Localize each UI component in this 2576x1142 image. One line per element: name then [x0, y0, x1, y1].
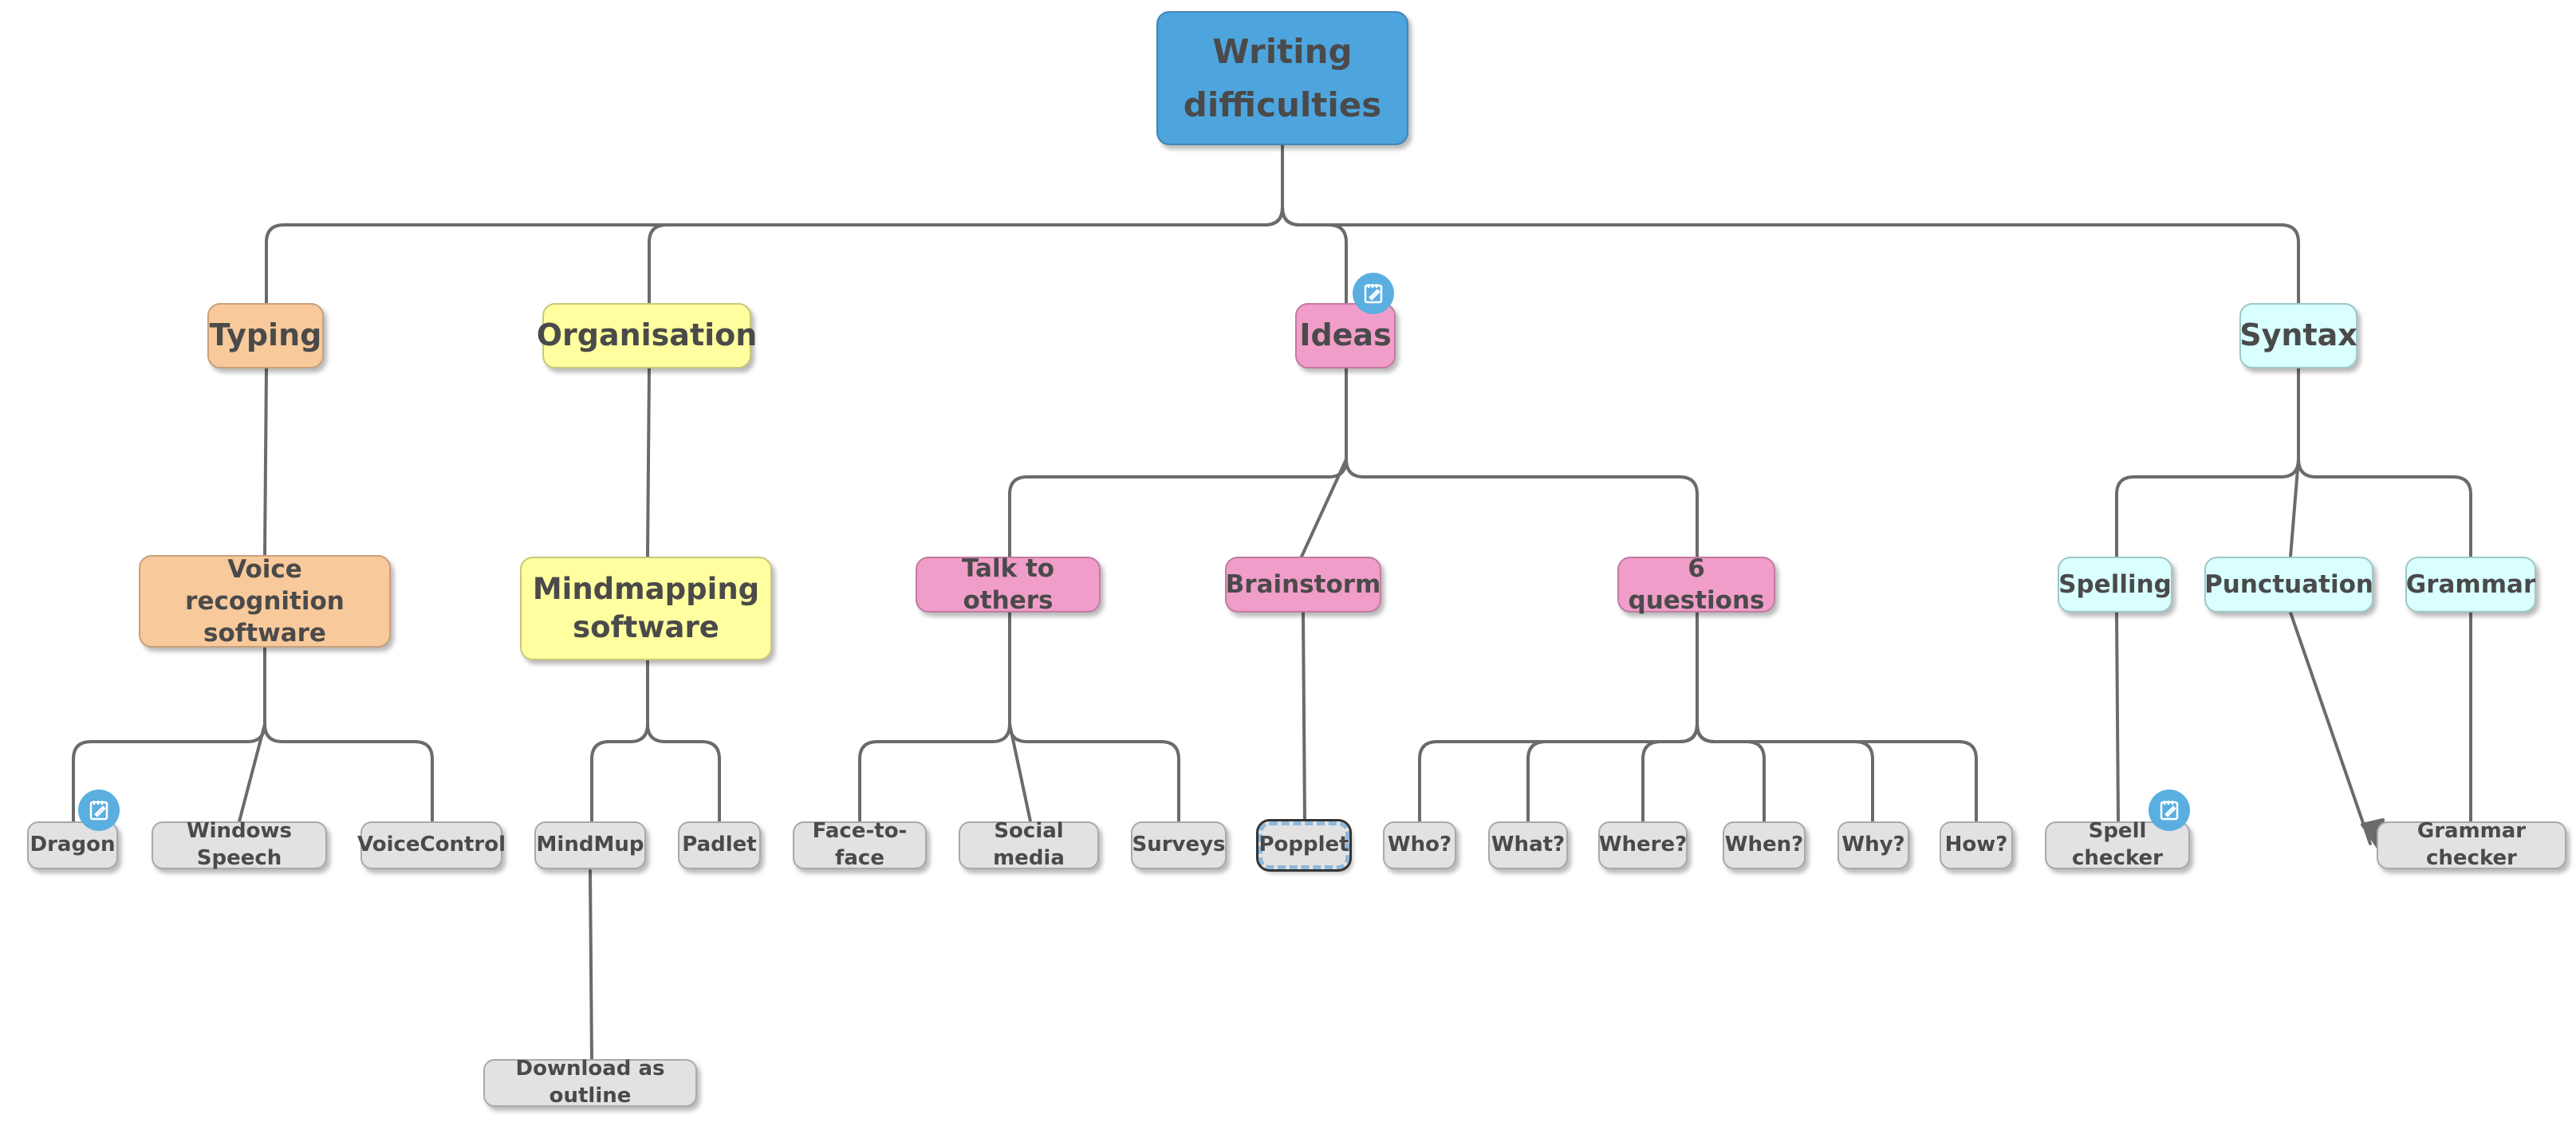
voicecontrol-node[interactable]: VoiceControl: [357, 821, 506, 869]
who-label: Who?: [1387, 833, 1452, 857]
spell-checker-node[interactable]: Spell checker: [2045, 819, 2190, 870]
talk-to-others-node[interactable]: Talk to others: [916, 554, 1101, 615]
face-to-face-node[interactable]: Face-to-face: [793, 819, 927, 870]
when-label: When?: [1724, 833, 1804, 857]
why-node[interactable]: Why?: [1837, 821, 1909, 869]
typing-connectors: [72, 367, 434, 823]
root-label: Writing difficulties: [1183, 31, 1382, 124]
grammar-checker-label: Grammar checker: [2416, 819, 2527, 870]
grammar-checker-node[interactable]: Grammar checker: [2377, 819, 2566, 870]
organisation-connectors: [589, 367, 721, 1061]
dragon-label: Dragon: [30, 833, 116, 857]
organisation-node[interactable]: Organisation: [537, 303, 757, 368]
who-node[interactable]: Who?: [1383, 821, 1456, 869]
voice-recognition-node[interactable]: Voice recognition software: [139, 555, 391, 648]
organisation-label: Organisation: [536, 317, 758, 353]
social-media-node[interactable]: Social media: [959, 819, 1099, 870]
voicecontrol-label: VoiceControl: [357, 833, 506, 857]
punctuation-label: Punctuation: [2204, 569, 2373, 599]
note-icon[interactable]: [78, 790, 120, 831]
how-label: How?: [1944, 833, 2008, 857]
syntax-connectors: [2115, 367, 2472, 852]
where-node[interactable]: Where?: [1598, 821, 1688, 869]
note-icon[interactable]: [2149, 790, 2190, 831]
download-outline-label: Download as outline: [515, 1057, 665, 1108]
popplet-node[interactable]: Popplet: [1256, 819, 1352, 872]
punctuation-node[interactable]: Punctuation: [2204, 557, 2373, 612]
face-to-face-label: Face-to-face: [812, 819, 908, 870]
why-label: Why?: [1841, 833, 1905, 857]
how-node[interactable]: How?: [1940, 821, 2013, 869]
surveys-node[interactable]: Surveys: [1131, 821, 1227, 869]
download-outline-node[interactable]: Download as outline: [483, 1057, 697, 1108]
social-media-label: Social media: [993, 819, 1065, 870]
mindmapping-node[interactable]: Mindmapping software: [520, 557, 772, 660]
where-label: Where?: [1598, 833, 1688, 857]
what-node[interactable]: What?: [1488, 821, 1568, 869]
dragon-node[interactable]: Dragon: [27, 821, 118, 869]
spelling-label: Spelling: [2058, 569, 2172, 599]
mindmapping-label: Mindmapping software: [532, 571, 760, 644]
grammar-label: Grammar: [2405, 569, 2536, 599]
mindmup-label: MindMup: [536, 833, 644, 857]
ideas-node[interactable]: Ideas: [1295, 303, 1396, 368]
spelling-node[interactable]: Spelling: [2058, 557, 2172, 612]
talk-to-others-label: Talk to others: [961, 553, 1055, 615]
brainstorm-label: Brainstorm: [1225, 569, 1381, 599]
root-connectors: [265, 144, 2300, 305]
ideas-label: Ideas: [1299, 317, 1392, 353]
padlet-node[interactable]: Padlet: [678, 821, 761, 869]
note-icon[interactable]: [1353, 273, 1394, 314]
root-node[interactable]: Writing difficulties: [1156, 11, 1408, 145]
six-questions-node[interactable]: 6 questions: [1617, 554, 1775, 615]
surveys-label: Surveys: [1132, 833, 1226, 857]
windows-speech-node[interactable]: Windows Speech: [152, 819, 327, 870]
windows-speech-label: Windows Speech: [186, 819, 293, 870]
syntax-label: Syntax: [2239, 317, 2357, 353]
mindmup-node[interactable]: MindMup: [534, 821, 646, 869]
brainstorm-node[interactable]: Brainstorm: [1225, 557, 1381, 612]
typing-node[interactable]: Typing: [207, 303, 324, 368]
ideas-connectors: [858, 367, 1978, 823]
syntax-node[interactable]: Syntax: [2239, 303, 2357, 368]
grammar-node[interactable]: Grammar: [2405, 557, 2536, 612]
spell-checker-label: Spell checker: [2071, 819, 2164, 870]
popplet-label: Popplet: [1258, 833, 1349, 857]
what-label: What?: [1491, 833, 1566, 857]
padlet-label: Padlet: [682, 833, 757, 857]
when-node[interactable]: When?: [1723, 821, 1806, 869]
voice-recognition-label: Voice recognition software: [185, 554, 345, 648]
typing-label: Typing: [209, 317, 322, 353]
six-questions-label: 6 questions: [1628, 553, 1765, 615]
